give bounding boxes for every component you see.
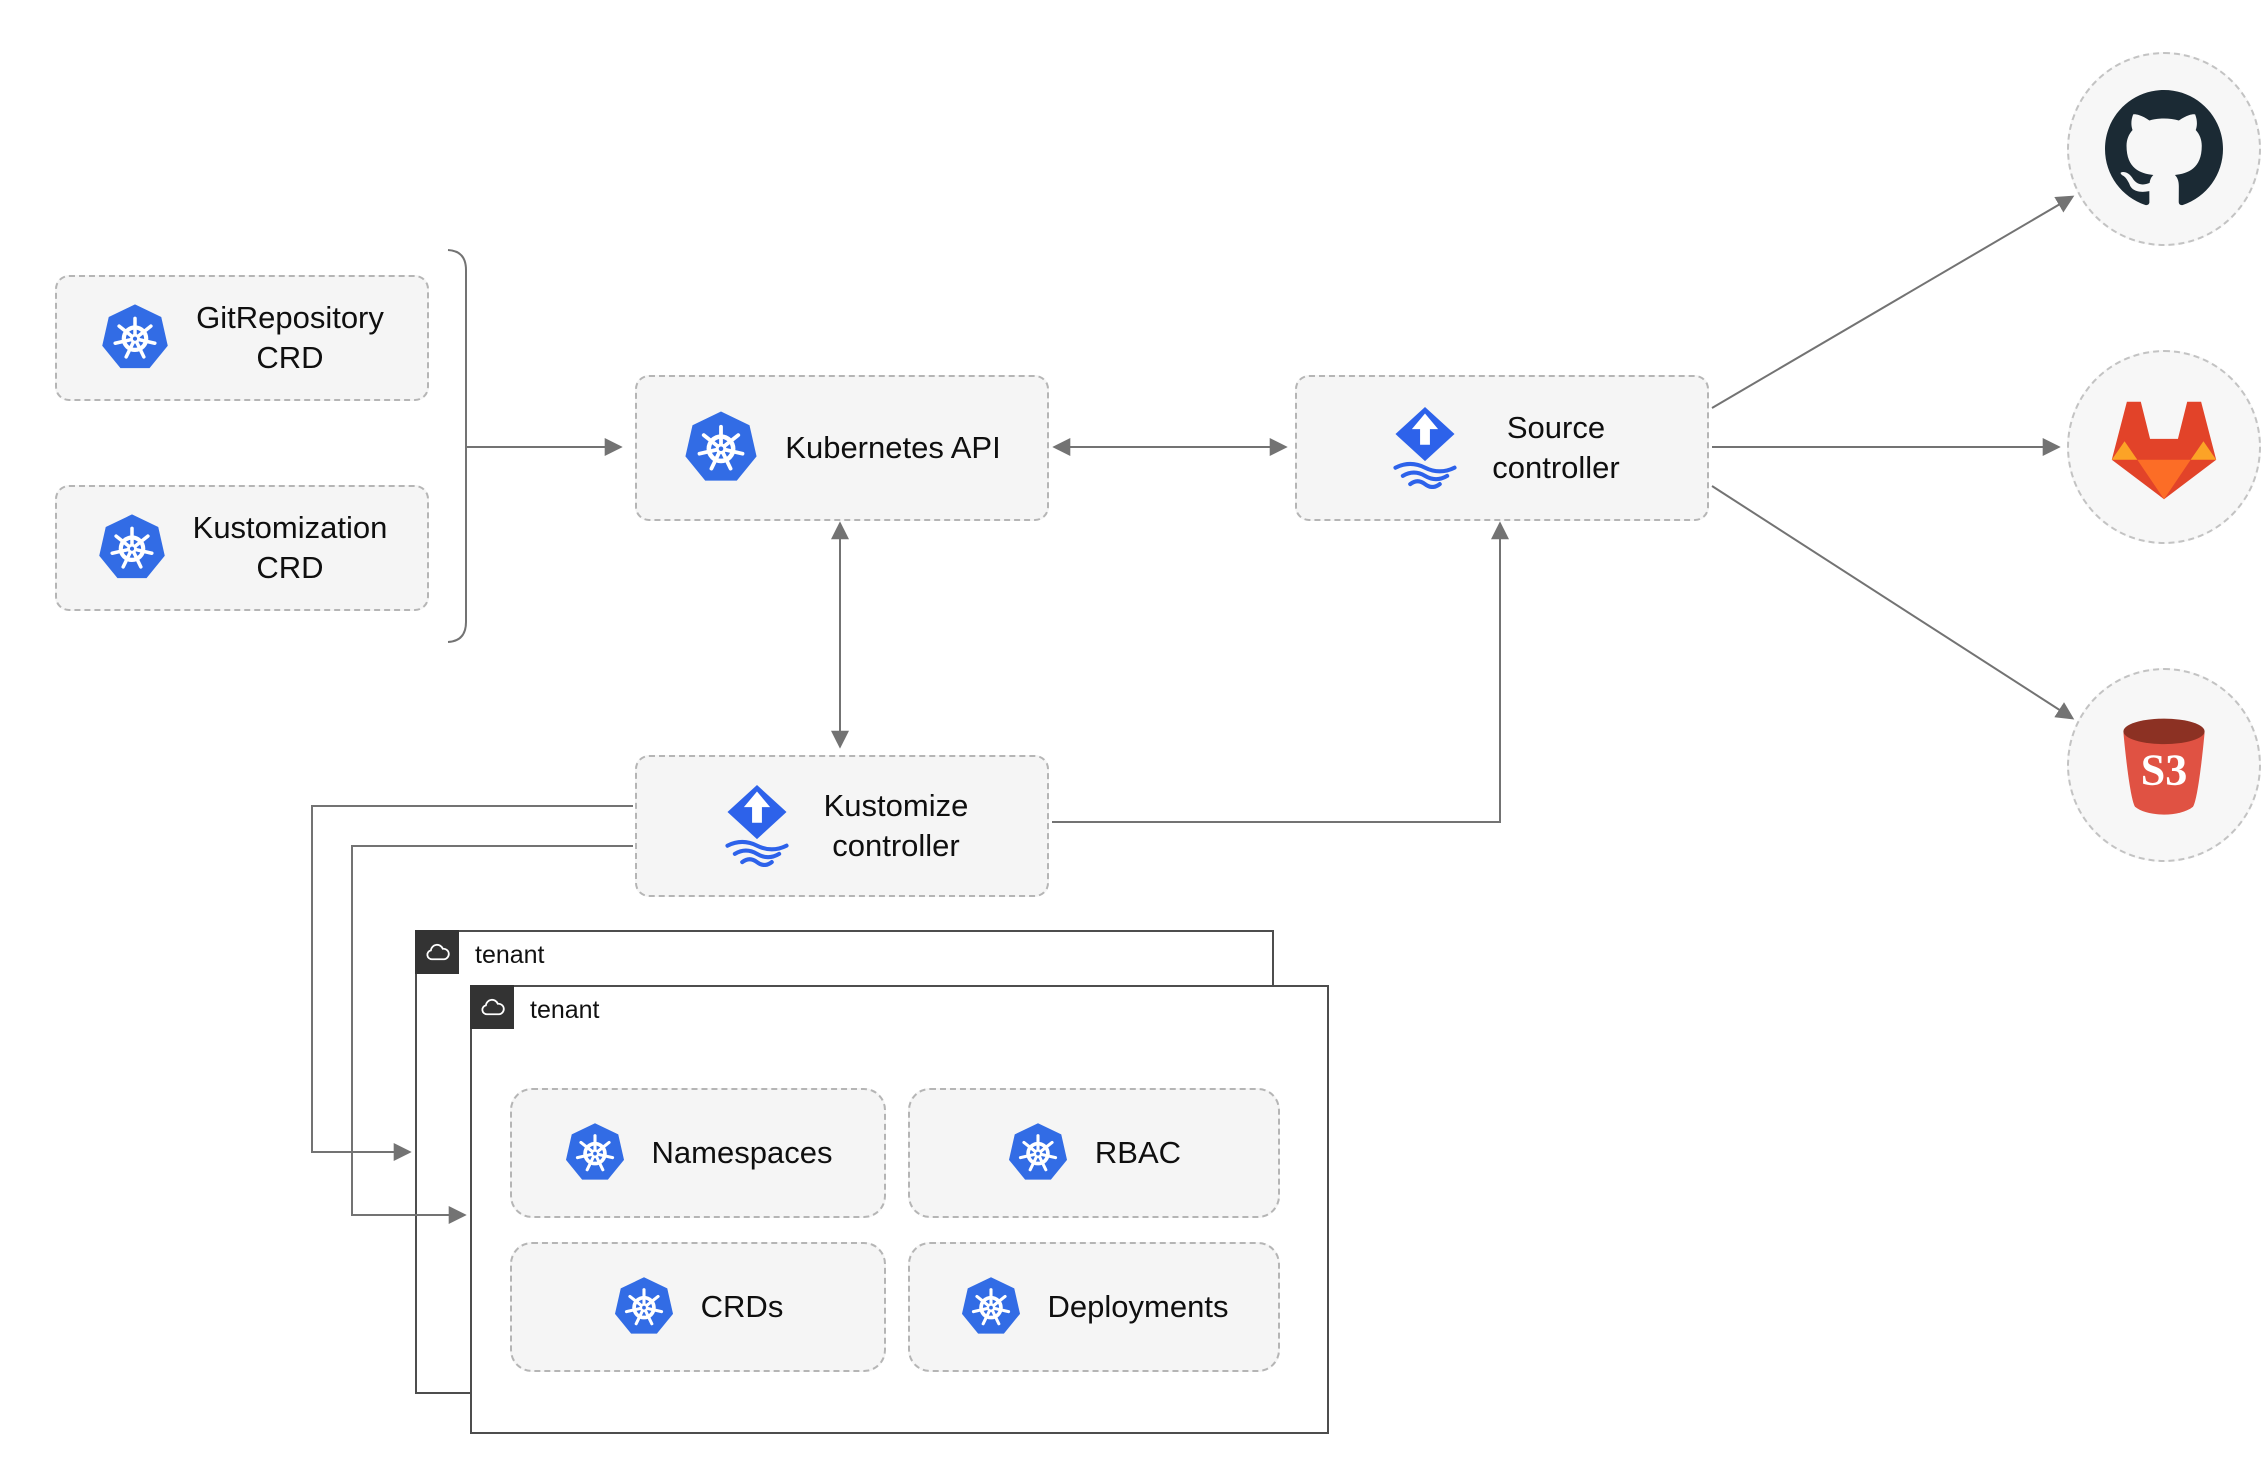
cloud-icon — [415, 930, 459, 974]
node-label: Namespaces — [651, 1134, 833, 1170]
node-kustomization-crd: Kustomization CRD — [55, 485, 429, 611]
s3-bucket-icon: S3 — [2123, 718, 2205, 815]
node-rbac: RBAC — [908, 1088, 1280, 1218]
node-label: Deployments — [1047, 1288, 1229, 1324]
cloud-icon — [470, 985, 514, 1029]
node-label: RBAC — [1094, 1134, 1182, 1170]
tenant-label: tenant — [530, 996, 600, 1024]
node-kubernetes-api: Kubernetes API — [635, 375, 1049, 521]
gitlab-logo-icon — [2106, 389, 2222, 505]
node-namespaces: Namespaces — [510, 1088, 886, 1218]
node-github — [2067, 52, 2261, 246]
kubernetes-icon — [564, 1122, 626, 1184]
node-label: Source controller — [1492, 409, 1620, 485]
kubernetes-icon — [683, 410, 759, 486]
github-logo-icon — [2105, 90, 2223, 208]
node-label: CRDs — [700, 1288, 784, 1324]
edge-crd-group-bracket — [447, 249, 467, 643]
node-label: Kustomization CRD — [192, 509, 388, 585]
s3-label: S3 — [2141, 746, 2188, 795]
node-crds: CRDs — [510, 1242, 886, 1372]
edge-kustomize-to-source-controller — [1052, 521, 1509, 823]
node-label: Kubernetes API — [785, 429, 1001, 465]
node-label: GitRepository CRD — [196, 299, 384, 375]
edge-source-to-github — [1711, 195, 2075, 409]
kubernetes-icon — [960, 1276, 1022, 1338]
node-deployments: Deployments — [908, 1242, 1280, 1372]
node-source-controller: Source controller — [1295, 375, 1709, 521]
kubernetes-icon — [97, 513, 167, 583]
node-s3: S3 — [2067, 668, 2261, 862]
edge-source-to-s3 — [1711, 485, 2075, 720]
tenant-label: tenant — [475, 941, 545, 969]
kubernetes-icon — [613, 1276, 675, 1338]
flux-icon — [1384, 407, 1466, 489]
kubernetes-icon — [1007, 1122, 1069, 1184]
flux-icon — [716, 785, 798, 867]
node-gitlab — [2067, 350, 2261, 544]
node-gitrepository-crd: GitRepository CRD — [55, 275, 429, 401]
node-kustomize-controller: Kustomize controller — [635, 755, 1049, 897]
node-label: Kustomize controller — [823, 787, 969, 863]
kubernetes-icon — [100, 303, 170, 373]
